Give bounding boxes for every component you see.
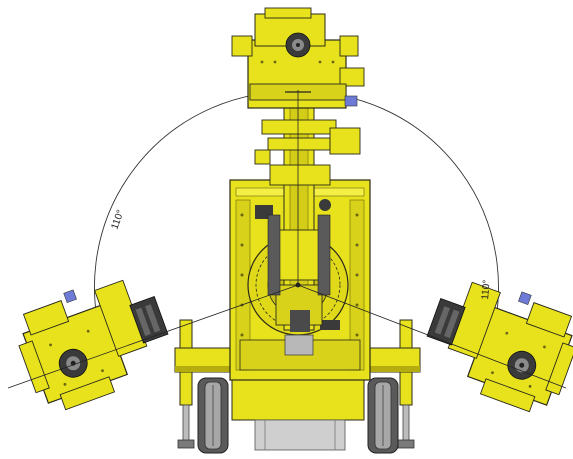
left-rotated-head <box>18 279 169 411</box>
left-axis-line <box>7 284 299 389</box>
axle-shaft <box>254 419 346 451</box>
right-angle-label: 110° <box>480 279 493 300</box>
right-leg-rod <box>402 404 410 446</box>
left-leg-rod <box>182 404 190 446</box>
left-angle-label: 110° <box>109 209 126 232</box>
left-wheel <box>197 377 229 454</box>
carriage <box>174 319 421 454</box>
right-leg-foot <box>397 439 415 449</box>
left-rotation-arc <box>94 91 299 351</box>
center-lines <box>7 90 567 389</box>
right-rotated-head <box>426 281 573 413</box>
axle-housing <box>231 379 365 421</box>
right-axis-line <box>297 284 567 389</box>
right-wheel <box>367 377 399 454</box>
left-leg-foot <box>177 439 195 449</box>
